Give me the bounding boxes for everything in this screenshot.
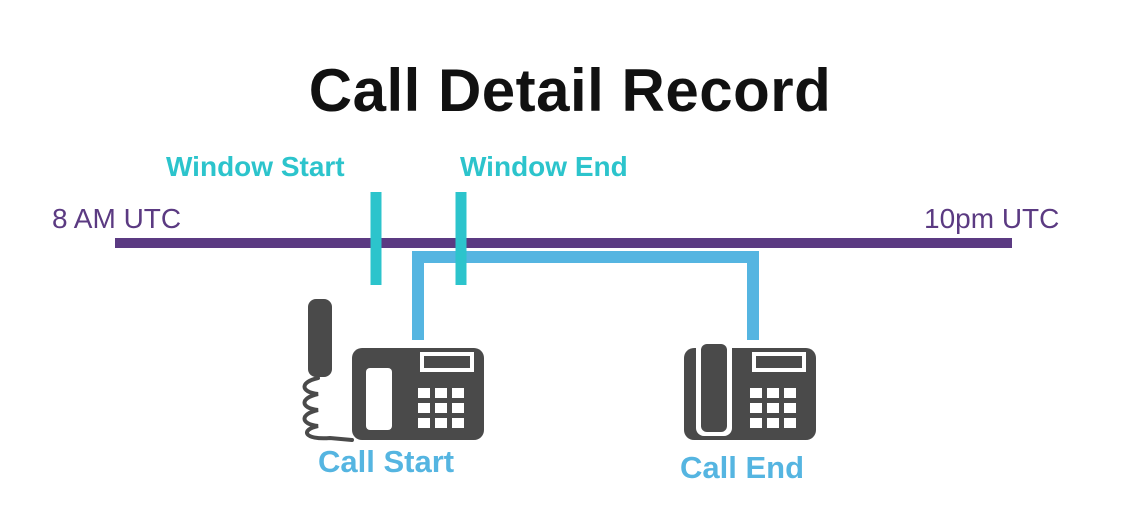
timeline-start-label: 8 AM UTC xyxy=(52,203,182,234)
call-start-label: Call Start xyxy=(318,444,455,479)
window-end-label: Window End xyxy=(460,151,628,182)
desk-phone-on-hook-icon xyxy=(684,340,816,440)
diagram-title: Call Detail Record xyxy=(308,57,832,124)
timeline-end-label: 10pm UTC xyxy=(924,203,1060,234)
window-start-label: Window Start xyxy=(166,151,345,182)
call-duration-bracket xyxy=(412,251,759,340)
call-end-label: Call End xyxy=(680,450,805,485)
desk-phone-off-hook-icon xyxy=(302,299,484,442)
